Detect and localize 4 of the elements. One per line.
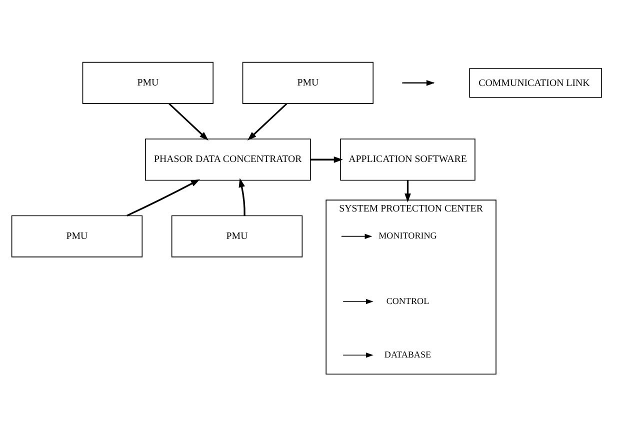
legend-label: COMMUNICATION LINK bbox=[478, 77, 590, 88]
node-text: MONITORING bbox=[378, 230, 437, 240]
node-text: DATABASE bbox=[384, 348, 432, 359]
node-text: CONTROL bbox=[386, 295, 430, 306]
